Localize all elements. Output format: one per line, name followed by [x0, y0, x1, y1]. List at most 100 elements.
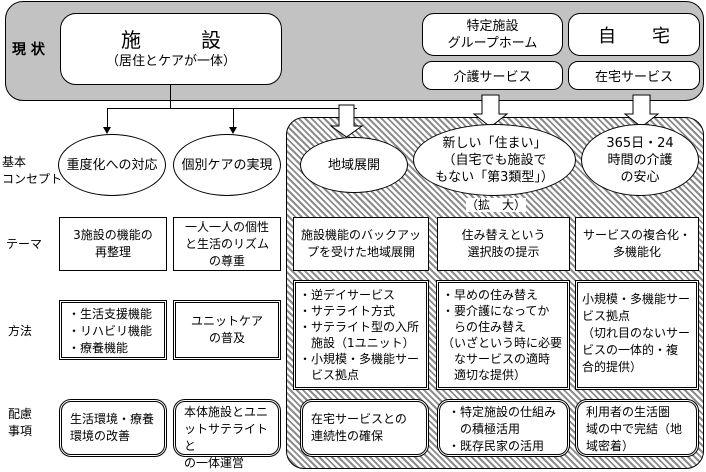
concept-text: 時間の介護	[607, 152, 673, 168]
block-arrow-icon	[623, 94, 660, 128]
method-text: ・生活支援機能	[68, 307, 153, 321]
concept-text: 365日・24	[606, 135, 674, 151]
concept-text: （自宅でも施設で	[442, 152, 547, 168]
theme-text: と生活のリズム	[184, 236, 269, 251]
row-label-consideration: 配慮 事項	[8, 406, 32, 440]
home-title: 自 宅	[598, 25, 670, 47]
connector-horizontal	[107, 108, 357, 109]
consideration-text: ・既存民家の活用	[448, 439, 545, 453]
consideration-box-5: 利用者の生活圏 域の中で完結（地 域密着）	[575, 399, 699, 457]
concept-text: 新しい「住まい」	[442, 135, 547, 151]
row-label-consideration-line2: 事項	[8, 424, 33, 438]
method-text: （いざという時に必要	[442, 336, 563, 350]
concept-ellipse-5: 365日・24 時間の介護 の安心	[581, 124, 699, 196]
concept-text: 重度化への対応	[66, 157, 158, 173]
block-arrow-icon	[329, 104, 364, 138]
row-label-consideration-line1: 配慮	[8, 407, 33, 421]
theme-text: 施設機能のバックアッ	[300, 228, 421, 242]
method-box-5: 小規模・多機能サー ビス拠点 （切れ目のないサー ビスの一体的・複 合的提供）	[575, 280, 699, 390]
arrow-head-icon	[103, 127, 111, 134]
concept-text: の安心	[620, 169, 660, 185]
theme-box-3: 施設機能のバックアッ プを受けた地域展開	[293, 217, 429, 271]
method-text: 適切な提供）	[442, 368, 527, 382]
row-label-concept-line1: 基本	[2, 155, 27, 169]
method-text: ・療養機能	[68, 341, 129, 355]
specified-facility-line1: 特定施設	[466, 18, 519, 34]
home-service-box: 在宅サービス	[568, 61, 700, 90]
expansion-label: （拡 大）	[466, 198, 527, 212]
row-label-concept: 基本 コンセプト	[2, 154, 62, 188]
concept-text: もない「第3類型」）	[435, 169, 554, 185]
method-text: ビス拠点	[582, 309, 631, 323]
theme-text: 住み替えという	[461, 228, 546, 242]
consideration-text: 環境の改善	[70, 429, 131, 443]
consideration-box-4: ・特定施設の仕組み の積極活用 ・既存民家の活用	[437, 399, 570, 457]
consideration-text: ットサテライトと	[184, 422, 269, 453]
concept-text: 地域展開	[327, 157, 380, 173]
method-text: （切れ目のないサー	[582, 326, 691, 340]
method-box-2: ユニットケア の普及	[173, 300, 281, 360]
arrow-head-icon	[229, 127, 237, 134]
connector-right-drop	[233, 108, 234, 128]
row-label-theme: テーマ	[6, 237, 43, 251]
consideration-text: の一体運営	[184, 456, 245, 470]
concept-ellipse-1: 重度化への対応	[58, 134, 166, 196]
theme-text: プを受けた地域展開	[306, 245, 415, 259]
concept-ellipse-4: 新しい「住まい」 （自宅でも施設で もない「第3類型」）	[413, 124, 576, 196]
theme-text: 多機能化	[612, 245, 661, 259]
method-text: の普及	[208, 331, 245, 345]
theme-box-2: 一人一人の個性 と生活のリズム の尊重	[173, 217, 281, 271]
block-arrows	[329, 94, 660, 138]
theme-box-4: 住み替えという 選択肢の提示	[437, 217, 570, 271]
specified-facility-box: 特定施設 グループホーム	[422, 13, 563, 56]
method-text: ・サテライト方式	[299, 304, 396, 318]
consideration-text: 域の中で完結（地	[586, 422, 683, 436]
home-box: 自 宅	[568, 13, 700, 56]
theme-box-1: 3施設の機能の 再整理	[59, 217, 167, 271]
method-text: 施設（1ユニット）	[299, 336, 415, 350]
consideration-text: 連続性の確保	[311, 429, 384, 443]
care-service-label: 介護サービス	[453, 70, 532, 85]
block-arrow-icon	[472, 94, 509, 128]
care-service-box: 介護サービス	[422, 61, 563, 90]
connector-vertical	[170, 85, 171, 109]
consideration-text: ・特定施設の仕組み	[448, 405, 557, 419]
method-text: 小規模・多機能サー	[582, 292, 691, 306]
home-service-label: 在宅サービス	[594, 70, 673, 85]
method-text: なサービスの適時	[442, 352, 551, 366]
theme-text: 選択肢の提示	[467, 245, 540, 259]
row-label-concept-line2: コンセプト	[2, 172, 63, 186]
method-box-1: ・生活支援機能 ・リハビリ機能 ・療養機能	[59, 300, 167, 360]
theme-text: サービスの複合化・	[582, 228, 691, 242]
method-text: らの住み替え	[442, 320, 527, 334]
method-text: ・小規模・多機能サー	[299, 352, 420, 366]
method-text: ・リハビリ機能	[68, 324, 153, 338]
connector-left-drop	[107, 108, 108, 128]
theme-box-5: サービスの複合化・ 多機能化	[575, 217, 699, 271]
concept-ellipse-2: 個別ケアの実現	[173, 134, 281, 196]
theme-text: 再整理	[94, 245, 131, 259]
consideration-text: の積極活用	[448, 422, 521, 436]
consideration-box-1: 生活環境・療養 環境の改善	[59, 399, 167, 457]
method-box-4: ・早めの住み替え ・要介護になってか らの住み替え （いざという時に必要 なサー…	[436, 280, 570, 390]
consideration-text: 利用者の生活圏	[586, 405, 671, 419]
facility-box: 施 設 （居住とケアが一体）	[60, 13, 282, 85]
method-box-3: ・逆デイサービス ・サテライト方式 ・サテライト型の入所 施設（1ユニット） ・…	[293, 280, 429, 390]
consideration-text: 在宅サービスとの	[311, 412, 407, 426]
method-text: ・サテライト型の入所	[299, 320, 420, 334]
facility-subtitle: （居住とケアが一体）	[105, 54, 236, 69]
method-text: ビス拠点	[299, 368, 360, 382]
method-text: 合的提供）	[582, 360, 643, 374]
concept-text: 個別ケアの実現	[181, 157, 273, 173]
method-text: ・要介護になってか	[442, 304, 550, 318]
method-text: ビスの一体的・複	[582, 343, 679, 357]
row-label-method: 方法	[8, 324, 33, 338]
theme-text: の尊重	[208, 253, 245, 268]
consideration-text: 生活環境・療養	[70, 412, 155, 426]
concept-ellipse-3: 地域展開	[300, 137, 408, 193]
current-state-label: 現 状	[12, 42, 45, 58]
consideration-box-2: 本体施設とユニ ットサテライトと の一体運営	[173, 399, 281, 470]
consideration-box-3: 在宅サービスとの 連続性の確保	[300, 399, 429, 457]
consideration-text: 域密着）	[586, 439, 635, 453]
theme-text: 一人一人の個性	[184, 219, 269, 234]
